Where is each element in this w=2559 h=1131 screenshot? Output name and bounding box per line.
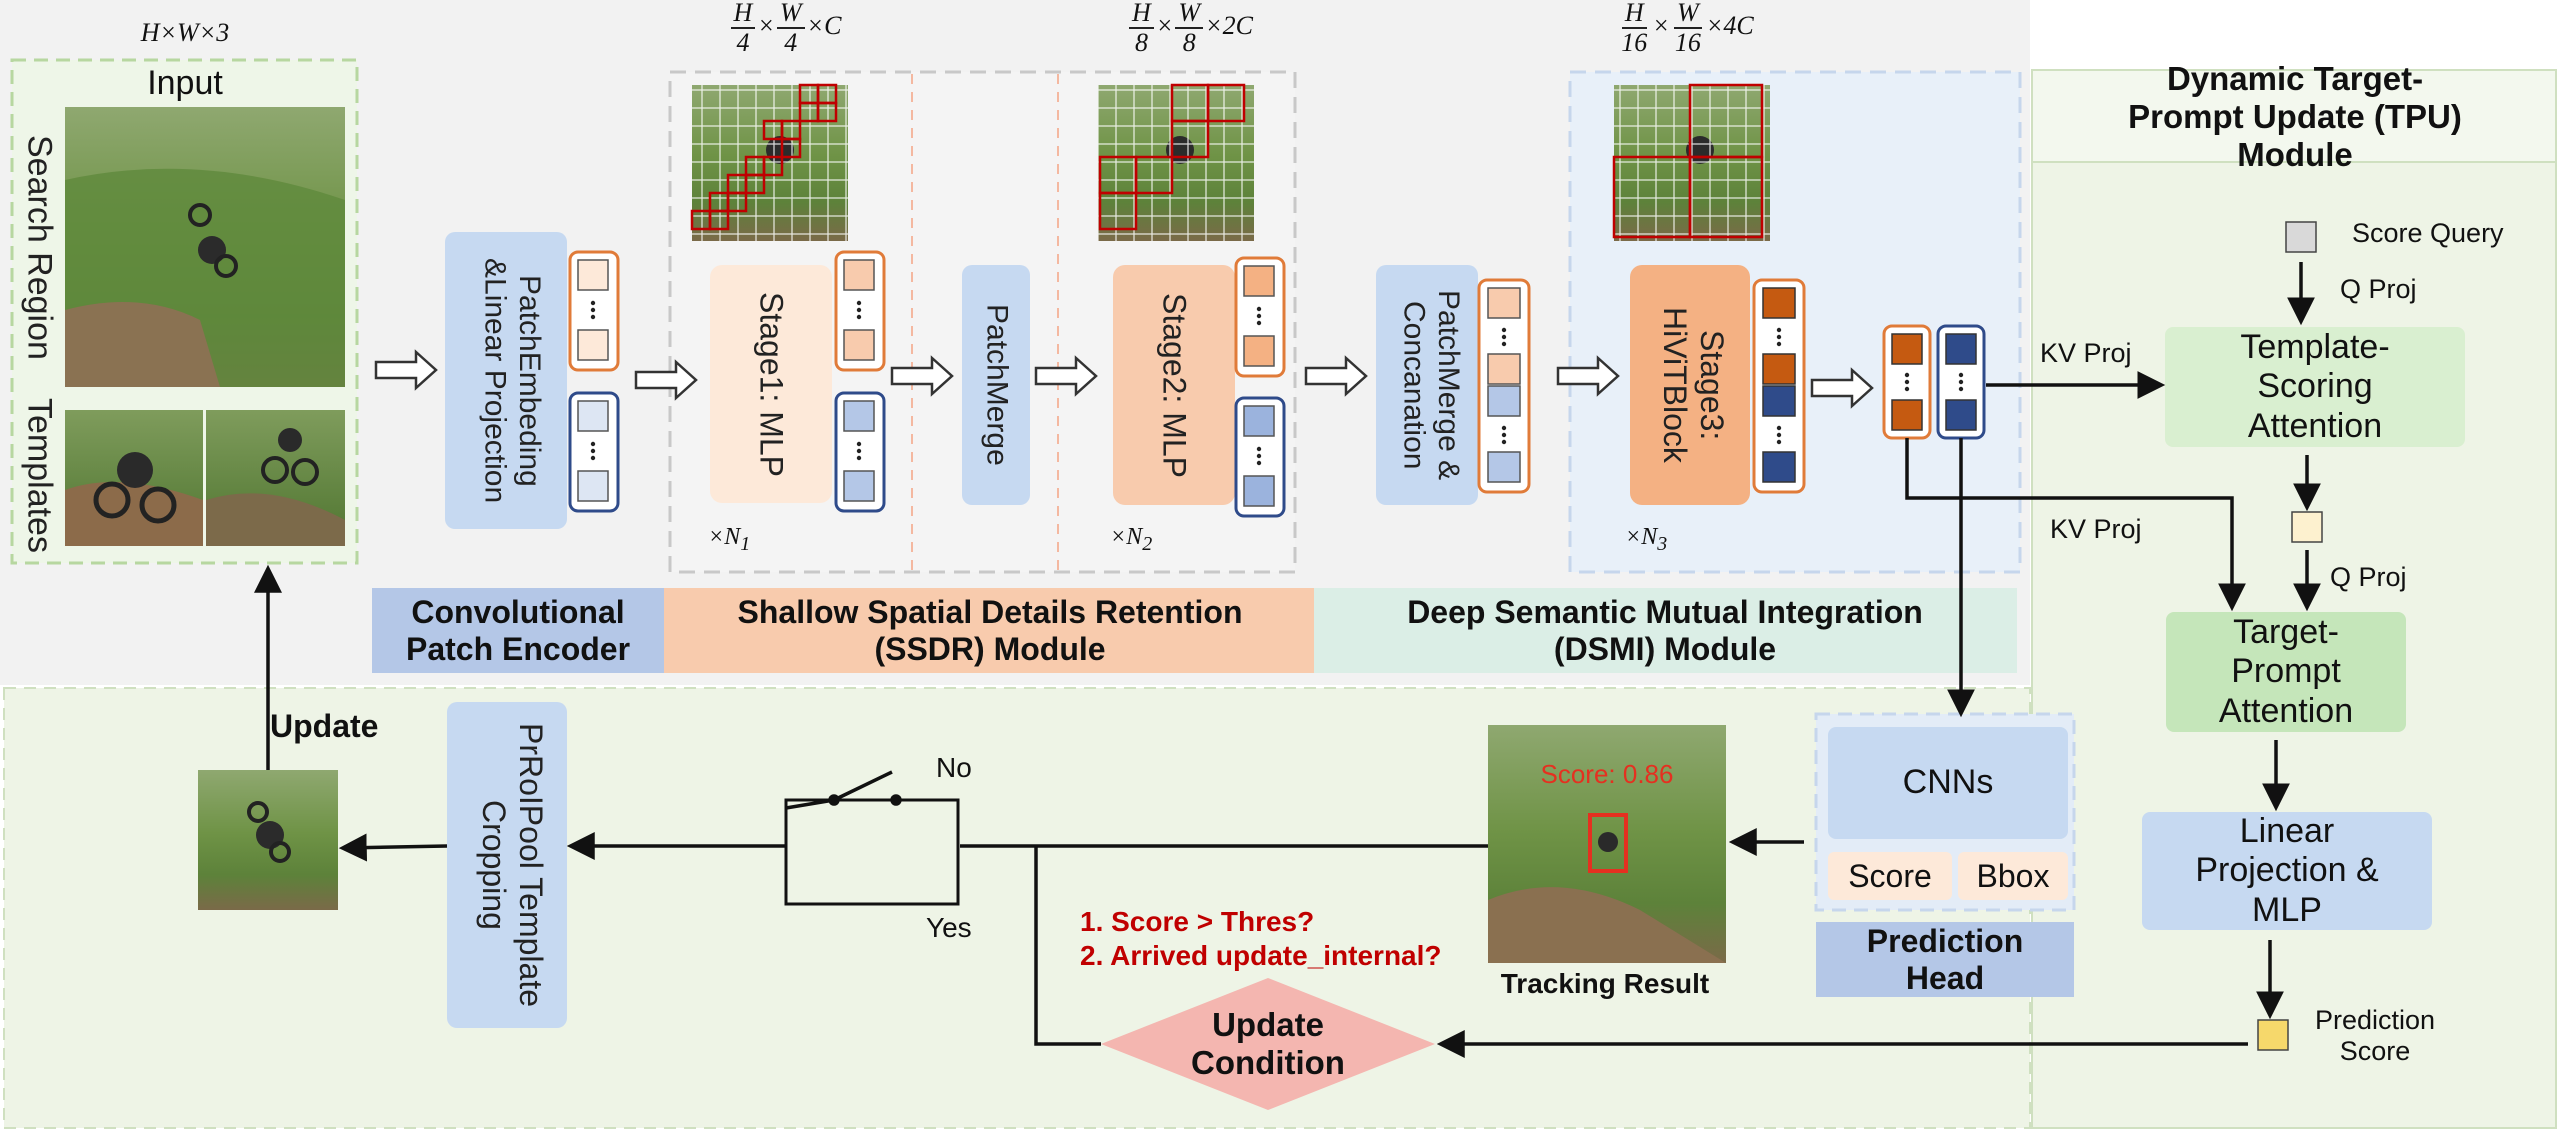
score-label: Score (1848, 857, 1932, 894)
update-label: Update (270, 708, 379, 744)
search-region-label: Search Region (20, 134, 59, 360)
kv-proj-label-1: KV Proj (2040, 338, 2132, 368)
n1-label: ×N1 (708, 524, 751, 555)
score-overlay: Score: 0.86 (1540, 759, 1674, 789)
switch-no-label: No (936, 752, 972, 783)
prediction-score-label: Prediction Score (2314, 1004, 2436, 1066)
cnns-label: CNNs (1902, 763, 1994, 802)
switch-frame (784, 798, 960, 906)
kv-proj-label-2: KV Proj (2050, 514, 2142, 544)
patch-embed-label: PatchEmbeding &Linear Projection (478, 257, 547, 504)
update-condition-diamond (1101, 978, 1435, 1110)
template-scoring-box (2165, 327, 2465, 447)
tracking-result-caption: Tracking Result (1500, 968, 1710, 999)
update-condition-label: Update Condition (1191, 1006, 1345, 1081)
n2-label: ×N2 (1110, 524, 1153, 555)
stage1-box (710, 265, 832, 503)
templates-label: Templates (20, 397, 59, 553)
score-query-token (2285, 221, 2317, 253)
cpe-band (372, 588, 664, 673)
condition-2: 2. Arrived update_internal? (1080, 940, 1442, 971)
ssdr-module-label: Shallow Spatial Details Retention (SSDR)… (737, 593, 1243, 667)
linear-proj-box (2142, 812, 2432, 930)
prroi-label: PrRoIPool Template Cropping (476, 723, 549, 1007)
patch-merge-label: PatchMerge (980, 304, 1014, 466)
stage3-label: Stage3: HiViTBlock (1657, 307, 1730, 463)
patch-merge-concat-label: PatchMerge & Concanation (1397, 289, 1466, 481)
patch-embed-box (445, 232, 567, 529)
target-prompt-label: Target-Prompt Attention (2218, 613, 2354, 730)
tracking-result-image (1488, 725, 1726, 963)
q-proj-label-2: Q Proj (2330, 562, 2407, 592)
template-image-2 (206, 410, 345, 546)
template-image-1 (65, 410, 203, 546)
search-region-image (65, 107, 345, 387)
target-prompt-box (2166, 612, 2406, 732)
stage1-thumbnail (690, 83, 848, 241)
stage3-box (1630, 265, 1750, 505)
switch (785, 770, 902, 810)
stage2-box (1113, 265, 1235, 505)
stage3-thumbnail (1612, 83, 1770, 241)
intermediate-score-token (2291, 511, 2323, 543)
tpu-title: Dynamic Target-Prompt Update (TPU) Modul… (2128, 60, 2462, 173)
ssdr-band (664, 588, 1314, 673)
template-scoring-label: Template-Scoring Attention (2240, 328, 2390, 445)
stage2-thumbnail (1098, 83, 1254, 241)
n3-label: ×N3 (1625, 524, 1668, 555)
switch-yes-label: Yes (926, 912, 972, 943)
input-dim-label: H×W×3 (140, 18, 230, 47)
tokens-concat (1477, 278, 1531, 494)
patch-merge-concat-box (1376, 265, 1478, 505)
dsmi-band (1314, 588, 2017, 673)
prediction-score-token (2257, 1019, 2289, 1051)
hollow-arrows (374, 349, 1874, 409)
bbox-label: Bbox (1976, 857, 2050, 894)
prediction-head-band (1816, 922, 2074, 997)
score-box (1828, 852, 1952, 900)
tpu-title-bg (2031, 69, 2557, 163)
input-title: Input (147, 64, 223, 102)
prroi-box (447, 702, 567, 1028)
tokens-stage3 (1752, 278, 1806, 494)
linear-proj-label: Linear Projection & MLP (2195, 812, 2379, 929)
bbox-box (1958, 852, 2068, 900)
prediction-head-label: Prediction Head (1866, 922, 2024, 996)
dsmi-module-label: Deep Semantic Mutual Integration (DSMI) … (1407, 593, 1923, 667)
patch-merge-box (962, 265, 1030, 505)
cnns-box (1828, 727, 2068, 839)
updated-template-image (198, 770, 338, 910)
score-query-label: Score Query (2352, 218, 2504, 248)
cpe-module-label: Convolutional Patch Encoder (405, 593, 631, 667)
stage1-label: Stage1: MLP (753, 291, 790, 477)
stage2-label: Stage2: MLP (1156, 292, 1193, 478)
condition-1: 1. Score > Thres? (1080, 906, 1315, 937)
q-proj-label-1: Q Proj (2340, 274, 2417, 304)
token-ellipses (590, 300, 1964, 466)
